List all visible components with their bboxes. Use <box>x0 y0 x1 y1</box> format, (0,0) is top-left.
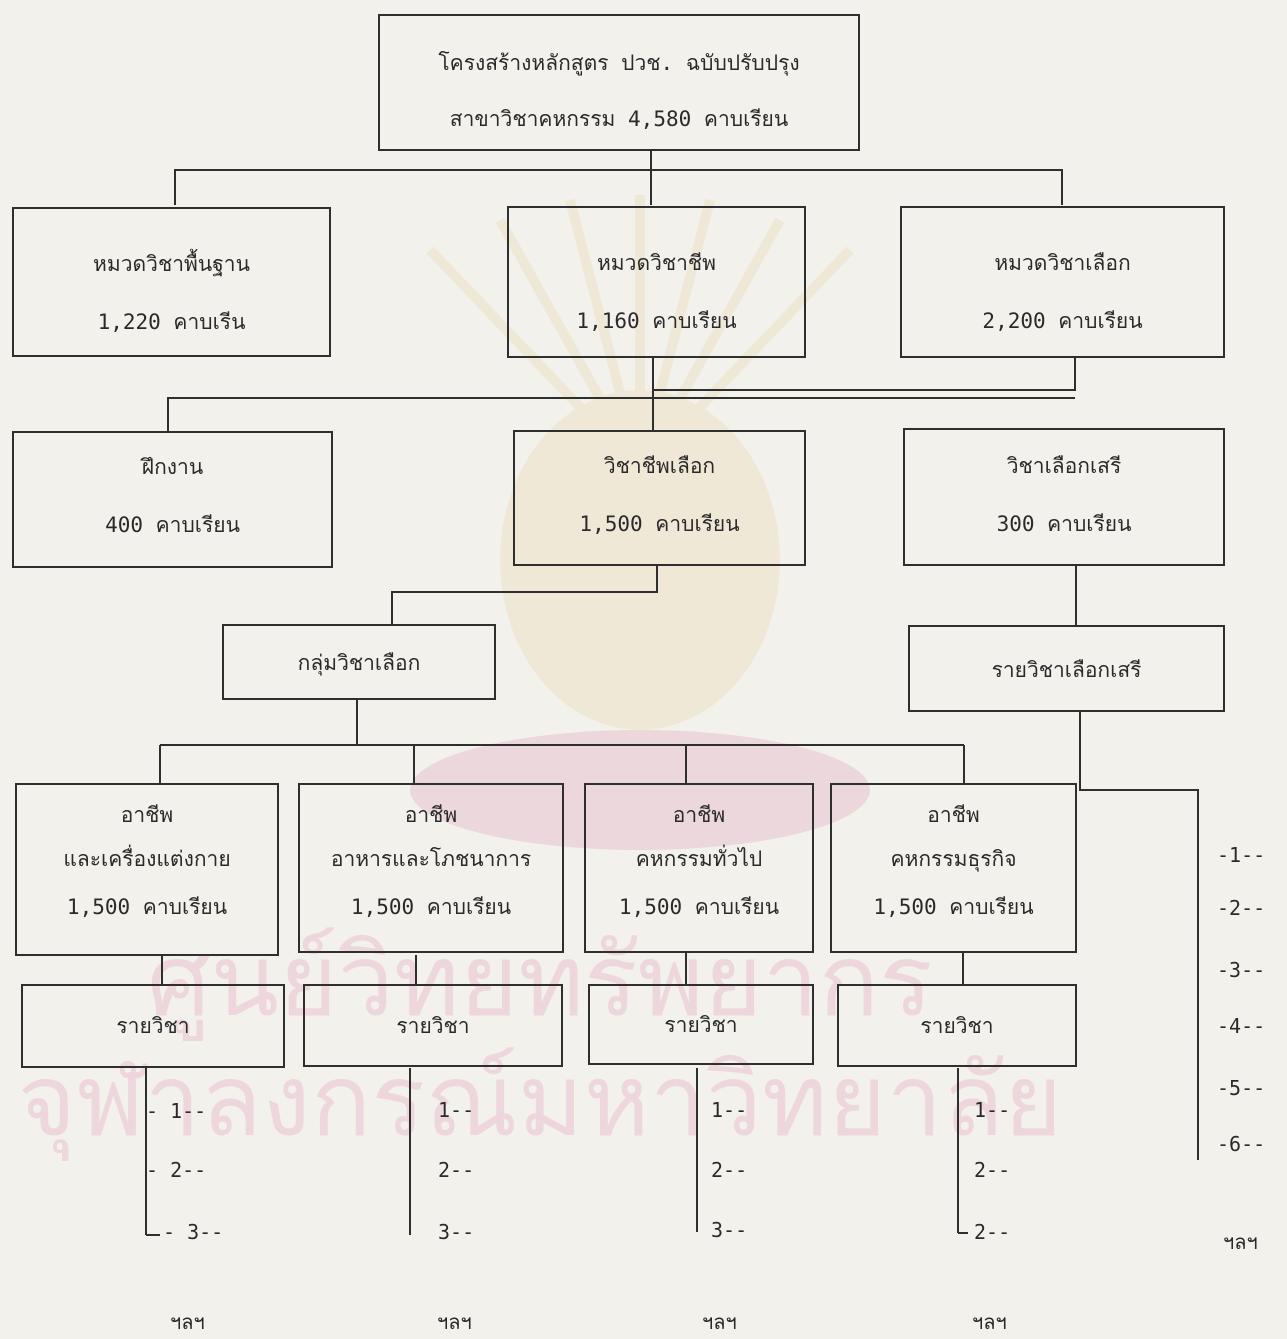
career-line1: อาชีพ <box>927 803 980 827</box>
root-line2: สาขาวิชาคหกรรม 4,580 คาบเรียน <box>449 107 789 131</box>
career-box-business: อาชีพ คหกรรมธุรกิจ 1,500 คาบเรียน <box>830 783 1077 953</box>
level2-periods: 1,500 คาบเรียน <box>579 512 740 536</box>
category-box-elective: หมวดวิชาเลือก 2,200 คาบเรียน <box>900 206 1225 358</box>
category-title: หมวดวิชาพื้นฐาน <box>93 252 250 276</box>
etc-label: ฯลฯ <box>702 1310 737 1334</box>
free-elective-item: -3-- <box>1217 958 1266 982</box>
subject-item: 1-- <box>438 1098 475 1122</box>
subjects-box: รายวิชา <box>837 984 1077 1067</box>
career-periods: 1,500 คาบเรียน <box>873 895 1034 919</box>
etc-label: ฯลฯ <box>972 1310 1007 1334</box>
subject-item: - 2-- <box>146 1158 207 1182</box>
category-title: หมวดวิชาชีพ <box>596 251 717 275</box>
subjects-label: รายวิชา <box>920 1014 994 1038</box>
subject-item: 2-- <box>974 1158 1011 1182</box>
root-box: โครงสร้างหลักสูตร ปวช. ฉบับปรับปรุง สาขา… <box>378 14 860 151</box>
career-line1: อาชีพ <box>672 803 726 827</box>
subject-item: - 1-- <box>146 1099 207 1123</box>
level2-box-free-elective: วิชาเลือกเสรี 300 คาบเรียน <box>903 428 1225 566</box>
free-elective-item: -6-- <box>1217 1132 1266 1156</box>
root-line1: โครงสร้างหลักสูตร ปวช. ฉบับปรับปรุง <box>438 51 800 75</box>
career-line1: อาชีพ <box>120 803 174 827</box>
etc-label: ฯลฯ <box>437 1310 472 1334</box>
subjects-label: รายวิชา <box>664 1013 738 1037</box>
free-elective-item: -5-- <box>1217 1076 1266 1100</box>
subject-item: 3-- <box>711 1218 748 1242</box>
subjects-label: รายวิชา <box>396 1014 470 1038</box>
free-electives-box: รายวิชาเลือกเสรี <box>908 625 1225 712</box>
level2-periods: 300 คาบเรียน <box>996 512 1132 536</box>
subject-item: 1-- <box>711 1098 748 1122</box>
etc-label: ฯลฯ <box>1223 1230 1258 1254</box>
category-periods: 1,160 คาบเรียน <box>576 309 737 333</box>
level2-periods: 400 คาบเรียน <box>105 513 240 537</box>
category-periods: 2,200 คาบเรียน <box>982 309 1143 333</box>
career-box-food: อาชีพ อาหารและโภชนาการ 1,500 คาบเรียน <box>298 783 564 953</box>
career-periods: 1,500 คาบเรียน <box>66 895 228 919</box>
career-box-apparel: อาชีพ และเครื่องแต่งกาย 1,500 คาบเรียน <box>15 783 279 956</box>
free-electives-title: รายวิชาเลือกเสรี <box>991 658 1142 682</box>
category-title: หมวดวิชาเลือก <box>994 251 1131 275</box>
free-elective-item: -1-- <box>1217 843 1266 867</box>
subject-item: 1-- <box>974 1098 1011 1122</box>
level2-title: วิชาเลือกเสรี <box>1006 454 1122 478</box>
career-periods: 1,500 คาบเรียน <box>618 895 780 919</box>
subjects-box: รายวิชา <box>21 984 285 1068</box>
subjects-box: รายวิชา <box>303 984 563 1067</box>
category-periods: 1,220 คาบเรีน <box>97 310 246 334</box>
free-elective-item: -2-- <box>1217 896 1266 920</box>
level2-box-vocational-elective: วิชาชีพเลือก 1,500 คาบเรียน <box>513 430 806 566</box>
career-line1: อาชีพ <box>404 803 458 827</box>
group-title: กลุ่มวิชาเลือก <box>297 651 421 675</box>
career-periods: 1,500 คาบเรียน <box>350 895 512 919</box>
career-line2: อาหารและโภชนาการ <box>330 847 532 871</box>
category-box-vocational: หมวดวิชาชีพ 1,160 คาบเรียน <box>507 206 806 358</box>
subject-item: 2-- <box>974 1220 1011 1244</box>
career-box-general: อาชีพ คหกรรมทั่วไป 1,500 คาบเรียน <box>584 783 814 953</box>
subject-item: 2-- <box>438 1158 475 1182</box>
career-line2: คหกรรมทั่วไป <box>635 847 763 871</box>
level2-title: วิชาชีพเลือก <box>603 454 716 478</box>
etc-label: ฯลฯ <box>170 1310 205 1334</box>
free-elective-item: -4-- <box>1217 1014 1266 1038</box>
subjects-box: รายวิชา <box>588 984 814 1065</box>
level2-title: ฝึกงาน <box>141 455 204 479</box>
career-line2: และเครื่องแต่งกาย <box>63 847 231 871</box>
subject-item: 3-- <box>438 1220 475 1244</box>
career-line2: คหกรรมธุรกิจ <box>890 847 1017 871</box>
subject-item: 2-- <box>711 1158 748 1182</box>
elective-group-box: กลุ่มวิชาเลือก <box>222 624 496 700</box>
category-box-foundation: หมวดวิชาพื้นฐาน 1,220 คาบเรีน <box>12 207 331 357</box>
level2-box-internship: ฝึกงาน 400 คาบเรียน <box>12 431 333 568</box>
subjects-label: รายวิชา <box>116 1014 190 1038</box>
subject-item: - 3-- <box>163 1220 224 1244</box>
